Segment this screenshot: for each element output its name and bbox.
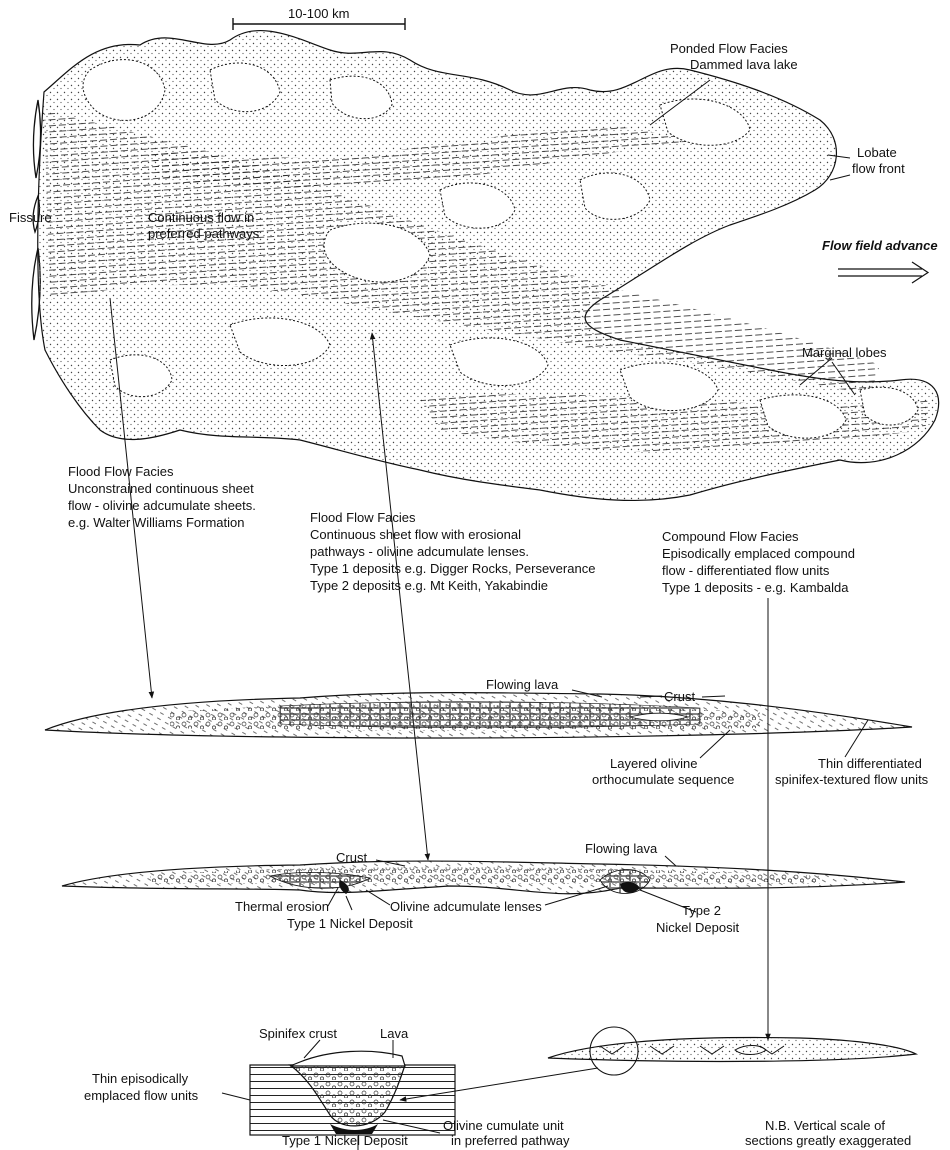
- flow-field: [38, 31, 939, 501]
- section1-layered-line-1: Layered olivine: [610, 756, 697, 772]
- detail-thin-epi-line-1: Thin episodically: [92, 1071, 188, 1087]
- flood-facies-2-line-2: Continuous sheet flow with erosional: [310, 527, 521, 543]
- section2-type1-deposit: Type 1 Nickel Deposit: [287, 916, 413, 932]
- flood-facies-2-line-5: Type 2 deposits e.g. Mt Keith, Yakabindi…: [310, 578, 548, 594]
- section2-olivine-lenses: Olivine adcumulate lenses: [390, 899, 542, 915]
- section2-type2-line-2: Nickel Deposit: [656, 920, 739, 936]
- section-1: [45, 690, 912, 758]
- section1-thin-diff-line-1: Thin differentiated: [818, 756, 922, 772]
- flow-advance-label: Flow field advance: [822, 238, 938, 254]
- detail-olivine-unit-line-2: in preferred pathway: [451, 1133, 570, 1149]
- flood-facies-2-line-4: Type 1 deposits e.g. Digger Rocks, Perse…: [310, 561, 595, 577]
- flood-facies-2-line-1: Flood Flow Facies: [310, 510, 415, 526]
- flood-facies-1-line-2: Unconstrained continuous sheet: [68, 481, 254, 497]
- note-line-1: N.B. Vertical scale of: [765, 1118, 885, 1134]
- section1-thin-diff-line-2: spinifex-textured flow units: [775, 772, 928, 788]
- compound-facies-line-3: flow - differentiated flow units: [662, 563, 829, 579]
- detail-olivine-unit-line-1: Olivine cumulate unit: [443, 1118, 564, 1134]
- section1-flowing-lava: Flowing lava: [486, 677, 558, 693]
- continuous-flow-label-1: Continuous flow in: [148, 210, 254, 226]
- marginal-lobes-label: Marginal lobes: [802, 345, 887, 361]
- continuous-flow-label-2: preferred pathways: [148, 226, 259, 242]
- scale-bar-label: 10-100 km: [288, 6, 349, 22]
- detail-spinifex-crust: Spinifex crust: [259, 1026, 337, 1042]
- section2-flowing-lava: Flowing lava: [585, 841, 657, 857]
- section-3: [400, 1027, 916, 1100]
- flood-facies-2-line-3: pathways - olivine adcumulate lenses.: [310, 544, 529, 560]
- compound-facies-line-4: Type 1 deposits - e.g. Kambalda: [662, 580, 848, 596]
- flood-facies-1-line-4: e.g. Walter Williams Formation: [68, 515, 245, 531]
- lobate-label-2: flow front: [852, 161, 905, 177]
- note-line-2: sections greatly exaggerated: [745, 1133, 911, 1149]
- section1-layered-line-2: orthocumulate sequence: [592, 772, 734, 788]
- compound-facies-line-1: Compound Flow Facies: [662, 529, 799, 545]
- ponded-flow-label-2: Dammed lava lake: [690, 57, 798, 73]
- flow-advance-arrow: [838, 262, 928, 283]
- section1-crust: Crust: [664, 689, 695, 705]
- lobate-label-1: Lobate: [857, 145, 897, 161]
- detail-lava: Lava: [380, 1026, 408, 1042]
- detail-thin-epi-line-2: emplaced flow units: [84, 1088, 198, 1104]
- section2-type2-line-1: Type 2: [682, 903, 721, 919]
- flood-facies-1-line-3: flow - olivine adcumulate sheets.: [68, 498, 256, 514]
- detail-type1-deposit: Type 1 Nickel Deposit: [282, 1133, 408, 1149]
- flood-facies-1-line-1: Flood Flow Facies: [68, 464, 173, 480]
- fissure-label: Fissure: [9, 210, 52, 226]
- compound-facies-line-2: Episodically emplaced compound: [662, 546, 855, 562]
- section2-thermal-erosion: Thermal erosion: [235, 899, 329, 915]
- section2-crust: Crust: [336, 850, 367, 866]
- ponded-flow-label-1: Ponded Flow Facies: [670, 41, 788, 57]
